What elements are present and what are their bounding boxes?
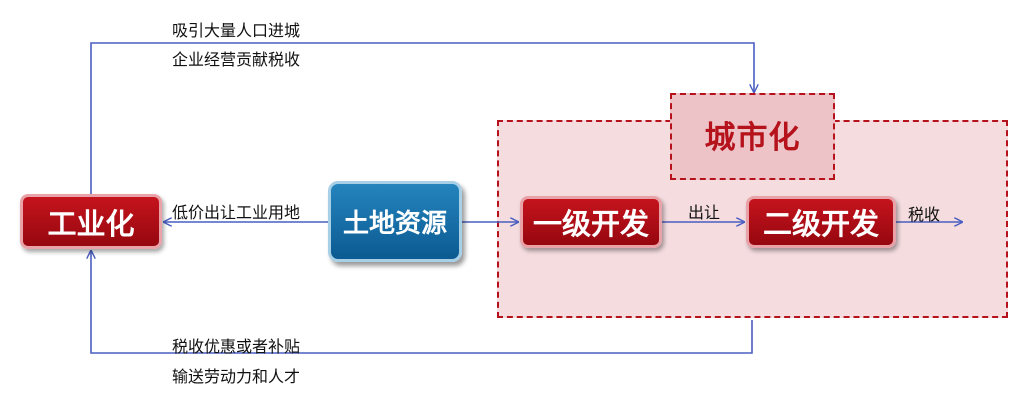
node-industrialization: 工业化 xyxy=(20,194,162,249)
arrow-urbanization-to-industrialization xyxy=(91,251,753,354)
urbanization-title: 城市化 xyxy=(704,120,801,156)
node-primary-development: 一级开发 xyxy=(520,196,662,248)
label-enterprise-tax: 企业经营贡献税收 xyxy=(172,50,301,69)
node-secondary-development: 二级开发 xyxy=(746,196,896,248)
label-tax-incentives: 税收优惠或者补贴 xyxy=(172,337,301,356)
label-tax: 税收 xyxy=(908,205,941,224)
label-sell: 出让 xyxy=(688,203,721,222)
urbanization-title-box xyxy=(670,93,835,180)
label-attract-population: 吸引大量人口进城 xyxy=(172,21,301,40)
node-land-resources: 土地资源 xyxy=(328,181,462,262)
label-labor-talent: 输送劳动力和人才 xyxy=(172,367,301,386)
label-land-sale: 低价出让工业用地 xyxy=(172,203,301,222)
arrow-industrialization-to-urbanization xyxy=(90,42,754,194)
